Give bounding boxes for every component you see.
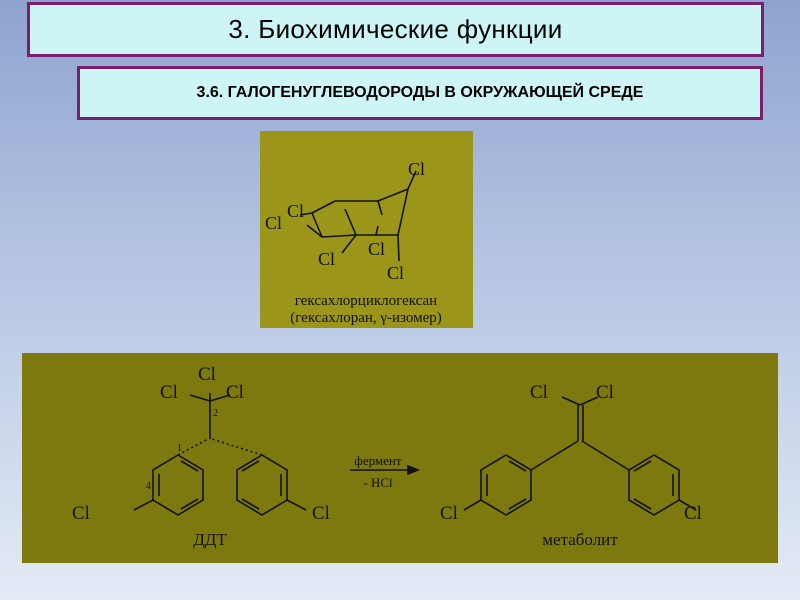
metabolite-cl-2: Cl [596, 382, 614, 403]
metabolite-cl-1: Cl [530, 382, 548, 403]
ddt-carbon-number-2: 2 [213, 408, 218, 419]
hch-cl-2: Cl [287, 201, 304, 221]
metabolite-cl-ring-right: Cl [684, 503, 702, 524]
ddt-cl-right: Cl [226, 382, 244, 403]
hch-caption-isomer: (гексахлоран, γ-изомер) [290, 310, 442, 326]
ddt-cl-top: Cl [198, 364, 216, 385]
hch-cl-5: Cl [318, 249, 335, 269]
ddt-carbon-number-4: 4 [146, 481, 151, 492]
ddt-name: ДДТ [193, 530, 227, 549]
ddt-cl-ring-left: Cl [72, 503, 90, 524]
section-subtitle: 3.6. ГАЛОГЕНУГЛЕВОДОРОДЫ В ОКРУЖАЮЩЕЙ СР… [77, 66, 763, 120]
hch-structure-panel: Cl Cl Cl Cl Cl Cl гексахлорциклогексан (… [260, 131, 473, 328]
hch-caption-name: гексахлорциклогексан [295, 293, 437, 309]
reaction-byproduct-label: - HCl [363, 475, 393, 490]
hch-structure-diagram: Cl Cl Cl Cl Cl Cl гексахлорциклогексан (… [265, 159, 442, 326]
metabolite-name: метаболит [542, 530, 618, 549]
ddt-cl-ring-right: Cl [312, 503, 330, 524]
ddt-reaction-panel: Cl Cl Cl 2 1 4 Cl Cl ДДТ фермент - HCl [22, 353, 778, 563]
reaction-arrow [350, 464, 421, 476]
ddt-reaction-diagram: Cl Cl Cl 2 1 4 Cl Cl ДДТ фермент - HCl [72, 364, 702, 549]
hch-cl-1: Cl [408, 159, 425, 179]
ddt-bonds [133, 393, 307, 516]
page-title: 3. Биохимические функции [27, 2, 764, 57]
hch-cl-6: Cl [387, 263, 404, 283]
hch-cl-4: Cl [368, 239, 385, 259]
hch-ring-bonds [299, 170, 417, 262]
reaction-enzyme-label: фермент [354, 453, 401, 468]
ddt-carbon-number-1: 1 [177, 443, 182, 454]
metabolite-cl-ring-left: Cl [440, 503, 458, 524]
ddt-cl-left: Cl [160, 382, 178, 403]
metabolite-bonds [463, 396, 697, 516]
hch-cl-3: Cl [265, 213, 282, 233]
